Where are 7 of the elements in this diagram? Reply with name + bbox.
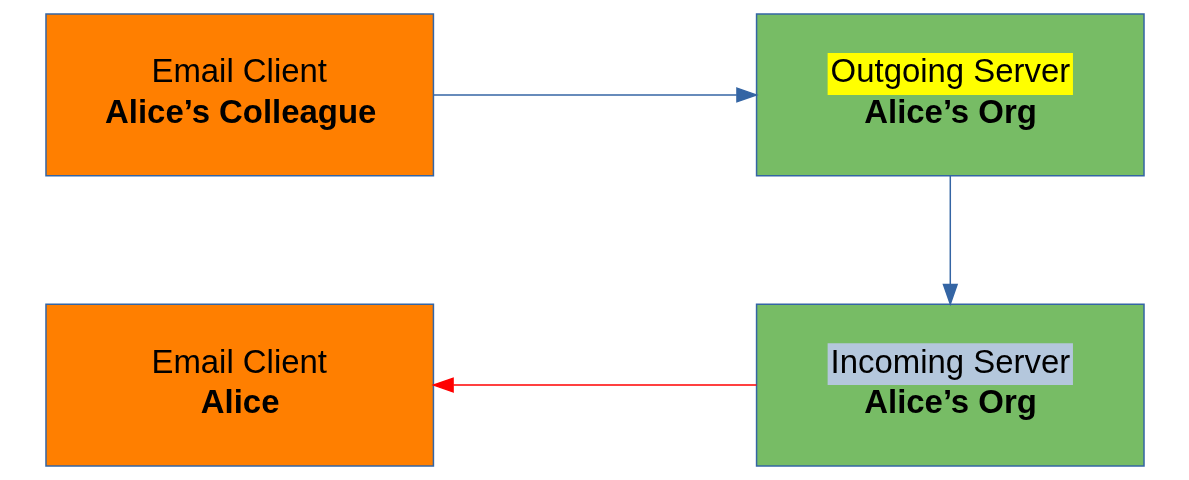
arrow — [430, 377, 757, 393]
node-box: Outgoing Server Alice’s Org — [755, 13, 1145, 177]
node-box: Incoming Server Alice’s Org — [755, 303, 1145, 467]
node-box: Email Client Alice — [44, 303, 434, 467]
node-box: Email Client Alice’s Colleague — [44, 13, 434, 177]
arrow — [941, 175, 958, 307]
arrow — [432, 87, 759, 103]
